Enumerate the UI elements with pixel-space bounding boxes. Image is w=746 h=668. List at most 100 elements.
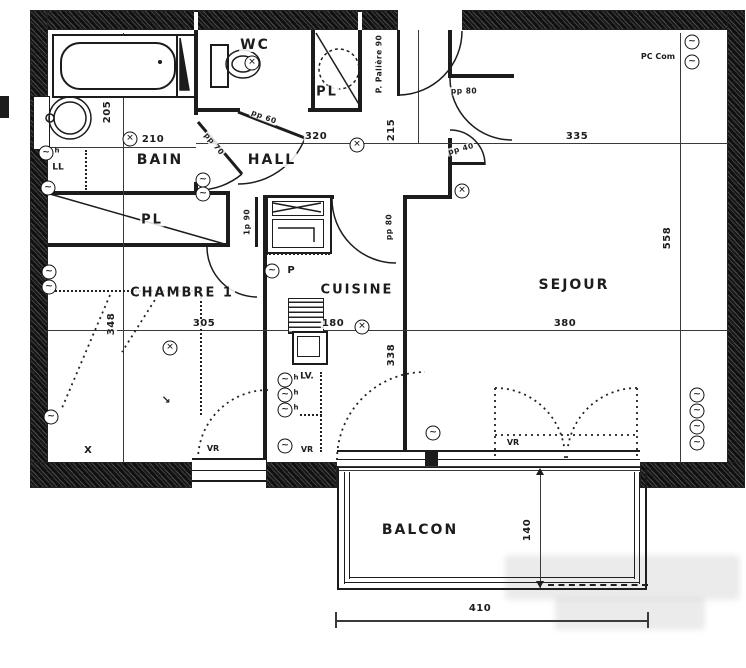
wall-sejour-left-b: [448, 138, 452, 198]
symbol-glyph: ✕: [458, 185, 466, 196]
symbol-glyph: ✕: [166, 342, 174, 353]
symbol-letter: h: [293, 403, 299, 412]
wall-pl-right: [358, 30, 362, 110]
toilet-tank: [210, 44, 229, 88]
balcony-railing: [634, 472, 635, 579]
symbol-glyph: ~: [44, 182, 52, 193]
symbol-glyph: ~: [693, 421, 701, 432]
dimension-label: 335: [564, 131, 590, 142]
annotation-label: ↘: [160, 393, 172, 407]
dim-line-410: [335, 620, 648, 622]
light-icon: ✕: [354, 319, 370, 335]
socket-icon: ~: [195, 172, 211, 188]
door-label: pp 60: [249, 107, 279, 126]
dimension-label: 215: [386, 117, 397, 143]
window-chambre: [192, 458, 266, 482]
annotation-label: P: [286, 265, 296, 276]
light-icon: ✕: [454, 183, 470, 199]
symbol-letter: h: [54, 146, 60, 155]
dimension-label: 348: [106, 311, 117, 337]
symbol-glyph: ~: [281, 440, 289, 451]
symbol-glyph: ~: [693, 389, 701, 400]
dimension-label: 180: [320, 318, 346, 329]
socket-icon: ~: [264, 263, 280, 279]
wall-cuisine-sejour: [403, 199, 407, 463]
dotted-line: [300, 414, 322, 416]
symbol-glyph: ✕: [126, 133, 134, 144]
dim-line: [418, 30, 419, 143]
dim-line-140: [540, 470, 541, 588]
annotation-label: LV.: [299, 371, 315, 382]
wall-closet-end: [226, 191, 230, 247]
dim-arrow-up: [536, 468, 544, 475]
symbol-glyph: ~: [281, 389, 289, 400]
wall-wc-front-left: [196, 108, 240, 112]
dimension-label: 210: [140, 134, 166, 145]
kitchen-unit-top: [272, 201, 324, 216]
balcony-railing: [639, 472, 640, 584]
door-label: pp 70: [202, 130, 227, 158]
dotted-line: [85, 150, 87, 190]
socket-icon: ~h: [38, 145, 59, 161]
dotted-line: [266, 253, 330, 255]
door-label: pp 80: [384, 212, 394, 242]
window-swing-sejour-left: [494, 387, 566, 459]
symbol-glyph: ~: [47, 411, 55, 422]
light-icon: ✕: [244, 55, 260, 71]
symbol-glyph: ~: [281, 404, 289, 415]
balcony-edge-right: [645, 466, 647, 590]
wall-connector: [403, 195, 452, 199]
entry-door-leaf: [397, 30, 400, 96]
symbol-glyph: ~: [199, 188, 207, 199]
wall-top-right: [462, 10, 745, 30]
watermark: [555, 598, 705, 630]
window-swing-sejour-right: [566, 387, 638, 459]
annotation-label: PC Com: [639, 52, 677, 61]
wall-bottom-mid: [266, 462, 337, 488]
water-heater: [318, 48, 360, 90]
dimension-label: 410: [467, 603, 493, 614]
socket-icon: ~: [684, 34, 700, 50]
socket-icon: ~: [195, 186, 211, 202]
balcony-dashed-line: [548, 584, 648, 586]
dimension-label: 140: [522, 517, 533, 543]
washbasin: [48, 96, 92, 140]
dim-line: [123, 33, 124, 463]
cooktop: [288, 298, 324, 334]
dimension-label: 558: [662, 225, 673, 251]
symbol-glyph: ~: [688, 36, 696, 47]
socket-icon: ~h: [277, 372, 298, 388]
symbol-glyph: ✕: [358, 321, 366, 332]
symbol-glyph: ~: [42, 147, 50, 158]
socket-icon: ~h: [277, 402, 298, 418]
dim-arrow-down: [536, 581, 544, 588]
wall-top-left: [30, 10, 398, 30]
socket-icon: ~: [43, 409, 59, 425]
socket-icon: ~: [689, 435, 705, 451]
wall-bain-wc: [194, 30, 198, 115]
socket-icon: ~: [40, 180, 56, 196]
dimension-label: 320: [303, 131, 329, 142]
door-label: pp 80: [449, 86, 479, 96]
scan-artifact: [0, 96, 9, 118]
socket-icon: ~: [425, 425, 441, 441]
wall-bain-hall: [194, 182, 198, 193]
annotation-label: VR: [205, 444, 221, 453]
kitchen-unit-door: [272, 219, 324, 248]
annotation-label: LL: [51, 162, 65, 173]
window-pier: [425, 450, 438, 468]
balcony-railing: [349, 472, 350, 579]
socket-icon: ~: [684, 54, 700, 70]
wall-right: [727, 10, 745, 488]
symbol-glyph: ✕: [353, 139, 361, 150]
furniture-dotted: [200, 290, 202, 415]
door-label: 1p 90: [242, 207, 252, 237]
socket-icon: ~: [41, 264, 57, 280]
socket-icon: ~: [41, 279, 57, 295]
room-label-wc: WC: [239, 37, 271, 53]
closet-diagonal: [49, 193, 229, 246]
door-label: P. Palière 90: [374, 33, 384, 95]
balcony-edge-bottom: [337, 588, 647, 590]
dim-tick: [647, 612, 649, 628]
